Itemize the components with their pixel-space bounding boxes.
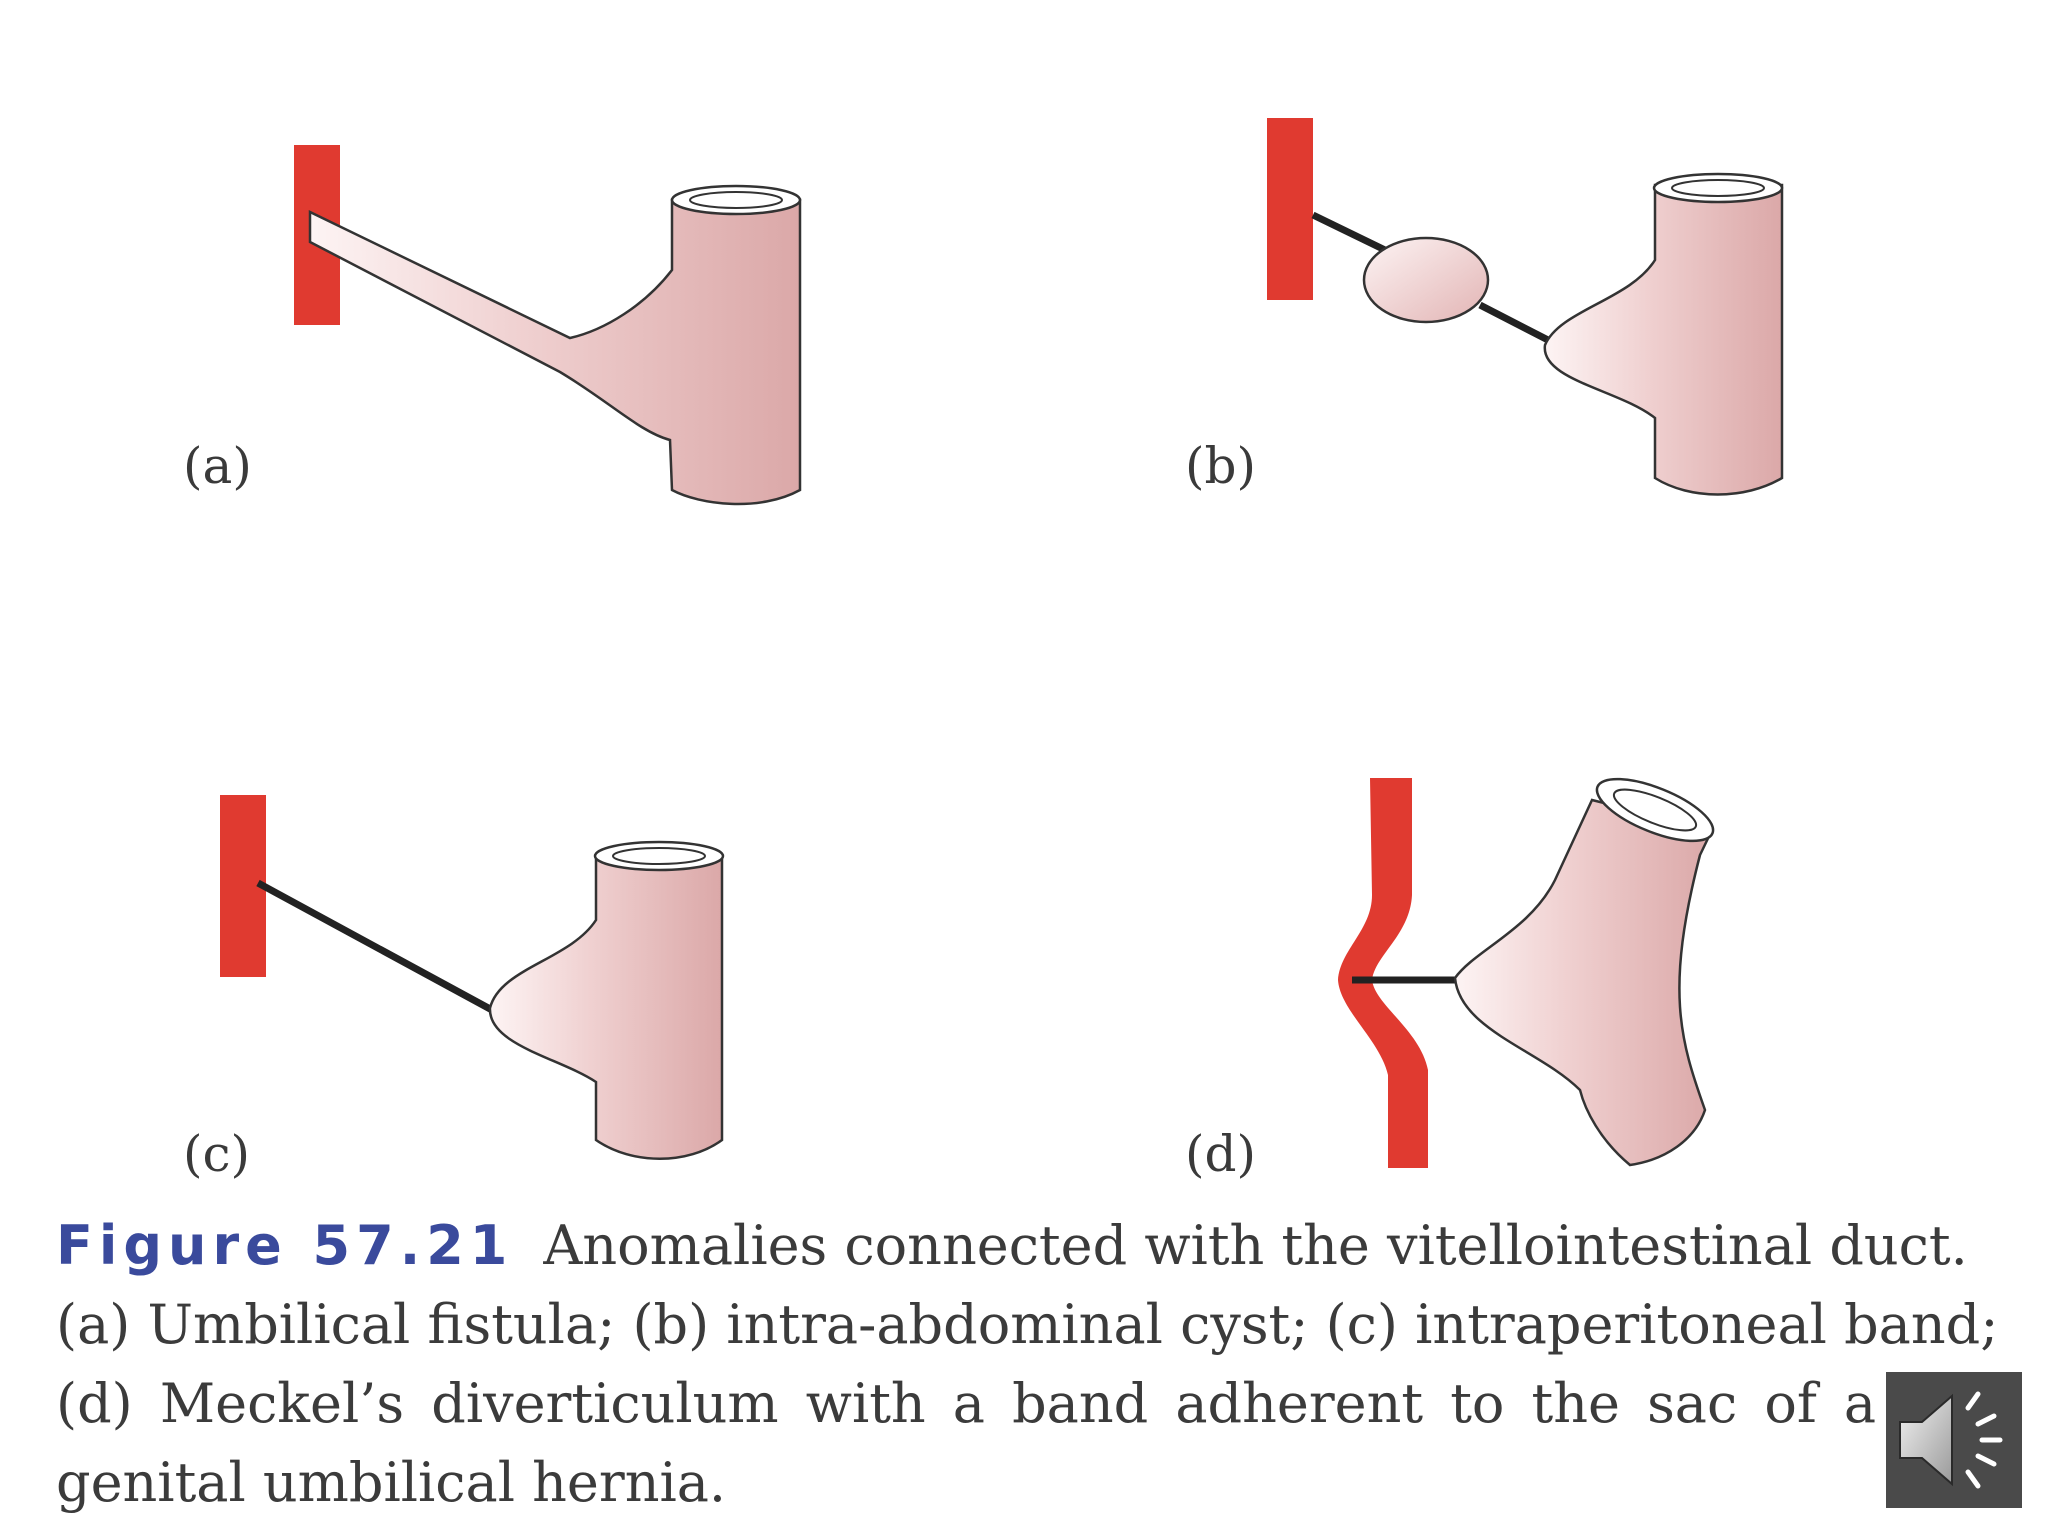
band-b-lower [1478,301,1550,344]
panel-d: (d) [1185,777,1715,1183]
figure-caption: Figure 57.21 Anomalies connected with the… [56,1206,1999,1522]
figure-number: Figure 57.21 [56,1214,514,1277]
panel-d-label: (d) [1185,1125,1256,1183]
band-c [256,879,494,1014]
cyst-b [1362,236,1490,324]
umbilicus-b [1267,118,1313,300]
hernia-sac-d [1338,778,1428,1168]
panel-b-label: (b) [1185,437,1256,495]
panel-c-label: (c) [183,1125,250,1183]
band-b-upper [1311,211,1387,254]
panel-b: (b) [1185,118,1784,496]
bowel-d [1453,798,1714,1167]
panel-a: (a) [183,145,802,506]
bowel-c [488,853,724,1160]
caption-line-3: (d) Meckel’s diverticulum with a band ad… [56,1372,1966,1435]
bowel-c-lumen-inner [612,847,706,865]
caption-line-1-text: Anomalies connected with the vitellointe… [543,1214,1968,1277]
panel-c: (c) [183,795,725,1183]
bowel-b-lumen-inner [1671,179,1765,197]
speaker-icon [1899,1391,2003,1489]
bowel-a [308,198,802,506]
audio-button[interactable] [1886,1372,2022,1508]
caption-line-1: Figure 57.21 Anomalies connected with the… [56,1206,1968,1285]
bowel-a-lumen-inner [689,191,783,209]
caption-line-2: (a) Umbilical fistula; (b) intra-abdomin… [56,1293,1999,1356]
bowel-d-lumen-inner [1612,788,1698,832]
bowel-b [1543,183,1784,496]
panel-a-label: (a) [183,437,252,495]
caption-line-4: genital umbilical hernia. [56,1451,727,1514]
